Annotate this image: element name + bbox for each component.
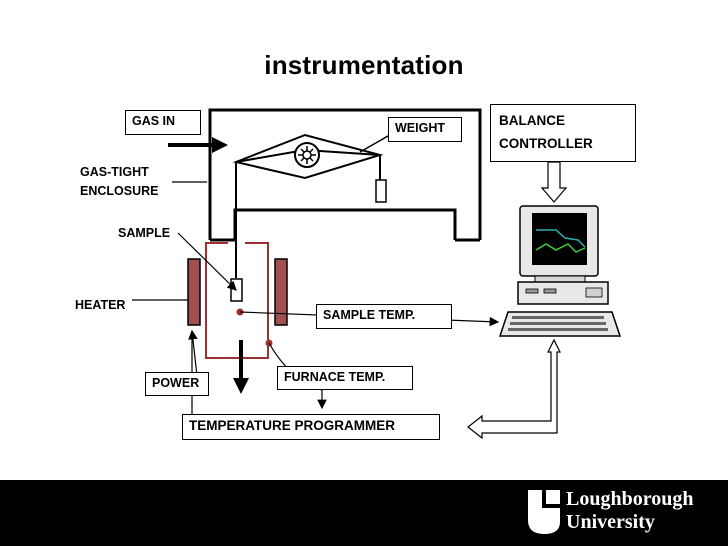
slide-title: instrumentation [264,50,464,80]
furnace-temp-label: FURNACE TEMP. [277,366,413,390]
furnace-tube [205,242,269,359]
temperature-programmer-box: TEMPERATURE PROGRAMMER [182,414,440,440]
university-logo-text: Loughborough University [566,488,693,534]
footer-bar [0,480,728,546]
balance-pivot-icon [294,142,320,168]
sample-label: SAMPLE [118,226,171,240]
balance-controller-box: BALANCE CONTROLLER [490,104,636,162]
gas-out-arrow [233,340,249,394]
heater-label: HEATER [75,298,126,312]
computer-icon [498,205,622,337]
balance-beam [232,133,387,278]
power-label: POWER [145,372,209,396]
logo-line2: University [566,511,655,533]
gas-in-arrow [168,137,228,153]
university-logo: Loughborough University [526,488,716,538]
gas-tight-line1: GAS-TIGHT [80,165,149,179]
computer-to-programmer-arrow [467,338,561,440]
sample-temp-label: SAMPLE TEMP. [316,304,452,329]
balance-controller-line2: CONTROLLER [499,136,593,151]
university-crest-icon [528,490,560,534]
gas-tight-line2: ENCLOSURE [80,184,159,198]
heater-left [187,258,201,326]
balance-to-computer-arrow [540,161,568,203]
sample-crucible [230,278,243,302]
weight-label: WEIGHT [388,117,462,142]
balance-controller-line1: BALANCE [499,113,565,128]
logo-line1: Loughborough [566,488,694,510]
gas-in-label: GAS IN [125,110,201,135]
heater-right [274,258,288,326]
